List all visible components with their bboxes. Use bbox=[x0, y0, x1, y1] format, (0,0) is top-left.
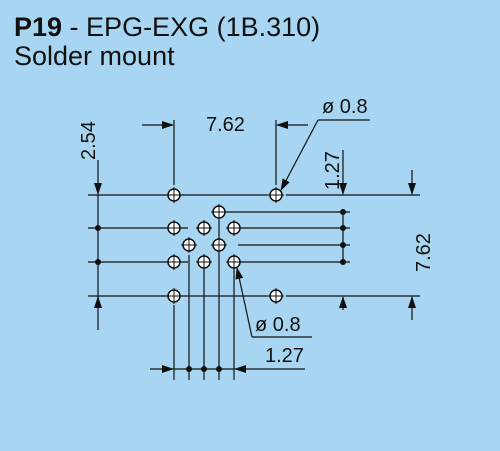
product-code: P19 bbox=[14, 12, 63, 42]
title-separator: - bbox=[62, 12, 87, 42]
dimension-dots bbox=[95, 209, 346, 372]
dim-label-small-pitch: 2.54 bbox=[78, 121, 100, 160]
page-title: P19 - EPG-EXG (1B.310) bbox=[14, 12, 320, 42]
dim-label-hole-diameter-top: ø 0.8 bbox=[322, 96, 368, 118]
dim-label-right-offset: 1.27 bbox=[322, 151, 344, 190]
dim-label-hole-diameter-bottom: ø 0.8 bbox=[255, 314, 301, 336]
page-subtitle: Solder mount bbox=[14, 41, 175, 71]
hole-center-marks bbox=[166, 187, 284, 304]
dim-label-bottom-offset: 1.27 bbox=[265, 345, 304, 367]
dim-label-horizontal-pitch: 7.62 bbox=[206, 114, 245, 136]
product-name: EPG-EXG (1B.310) bbox=[86, 12, 321, 42]
extension-lines bbox=[88, 120, 420, 380]
dim-label-vertical-pitch: 7.62 bbox=[413, 233, 435, 272]
